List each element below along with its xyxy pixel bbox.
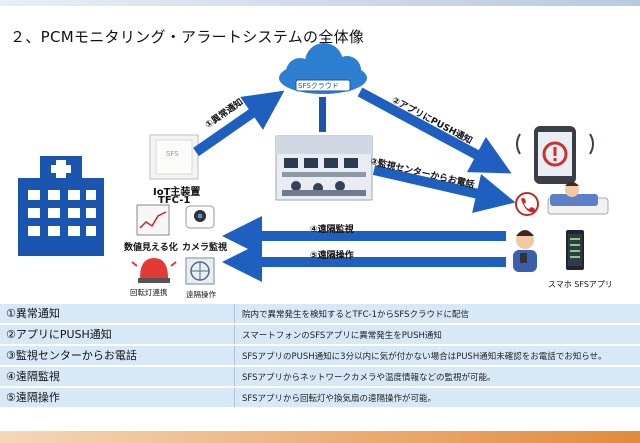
table-row: ③監視センターからお電話 SFSアプリのPUSH通知に3分以内に気が付かない場合… bbox=[0, 346, 640, 365]
label-lamp: 回転灯連携 bbox=[130, 288, 168, 297]
person-with-phone-icon bbox=[513, 230, 537, 272]
table-row-label: ②アプリにPUSH通知 bbox=[6, 328, 112, 341]
arrow-label-remote-monitor: ④遠隔監視 bbox=[310, 225, 354, 235]
sleeping-person-icon bbox=[547, 182, 609, 215]
sfs-app-phone-icon bbox=[566, 230, 584, 270]
diagram-canvas bbox=[18, 43, 609, 285]
cloud-connector bbox=[319, 97, 326, 132]
label-phone-app: スマホ SFSアプリ bbox=[548, 280, 613, 289]
fan-icon bbox=[185, 257, 215, 285]
table-row-desc: スマートフォンのSFSアプリに異常発生をPUSH通知 bbox=[242, 331, 442, 341]
monitoring-center-photo bbox=[275, 135, 373, 201]
iot-device-icon bbox=[149, 134, 199, 180]
sensor-gauge-icon bbox=[136, 204, 170, 236]
label-fan: 遠隔操作 bbox=[186, 290, 216, 299]
arrow-phone-call bbox=[372, 165, 516, 214]
rotating-lamp-icon bbox=[131, 258, 177, 283]
table-row: ④遠隔監視 SFSアプリからネットワークカメラや温度情報などの監視が可能。 bbox=[0, 367, 640, 386]
table-row-label: ④遠隔監視 bbox=[6, 370, 60, 383]
cloud-icon bbox=[279, 43, 367, 94]
bottom-accent-bar bbox=[0, 431, 640, 443]
camera-icon bbox=[185, 205, 215, 229]
hospital-icon bbox=[18, 156, 104, 256]
device-name: IoT主装置 bbox=[153, 187, 201, 198]
table-row-label: ①異常通知 bbox=[6, 307, 60, 320]
top-accent-bar bbox=[0, 0, 640, 6]
label-camera: カメラ監視 bbox=[182, 243, 228, 253]
phone-call-icon bbox=[515, 192, 539, 216]
table-row-desc: SFSアプリからネットワークカメラや温度情報などの監視が可能。 bbox=[242, 373, 496, 383]
device-plate-text: SFS bbox=[166, 150, 179, 158]
device-model: TFC-1 bbox=[158, 195, 191, 206]
table-row-desc: SFSアプリから回転灯や換気扇の遠隔操作が可能。 bbox=[242, 394, 437, 404]
page-title: ２、PCMモニタリング・アラートシステムの全体像 bbox=[10, 28, 365, 46]
table-row: ①異常通知 院内で異常発生を検知するとTFC-1からSFSクラウドに配信 bbox=[0, 304, 640, 323]
table-row: ②アプリにPUSH通知 スマートフォンのSFSアプリに異常発生をPUSH通知 bbox=[0, 325, 640, 344]
arrow-push-notice bbox=[357, 87, 512, 174]
table-row: ⑤遠隔操作 SFSアプリから回転灯や換気扇の遠隔操作が可能。 bbox=[0, 388, 640, 407]
label-sensor: 数値見える化 bbox=[124, 243, 178, 253]
table-row-desc: SFSアプリのPUSH通知に3分以内に気が付かない場合はPUSH通知未確認をお電… bbox=[242, 352, 607, 362]
arrow-abnormal-notice bbox=[193, 90, 285, 157]
cloud-label: SFSクラウド bbox=[298, 82, 339, 90]
table-row-label: ③監視センターからお電話 bbox=[6, 349, 137, 362]
table-row-label: ⑤遠隔操作 bbox=[6, 391, 60, 404]
smartphone-alert-icon bbox=[516, 126, 594, 184]
table-row-desc: 院内で異常発生を検知するとTFC-1からSFSクラウドに配信 bbox=[242, 310, 470, 320]
arrow-label-remote-operate: ⑤遠隔操作 bbox=[310, 251, 354, 261]
